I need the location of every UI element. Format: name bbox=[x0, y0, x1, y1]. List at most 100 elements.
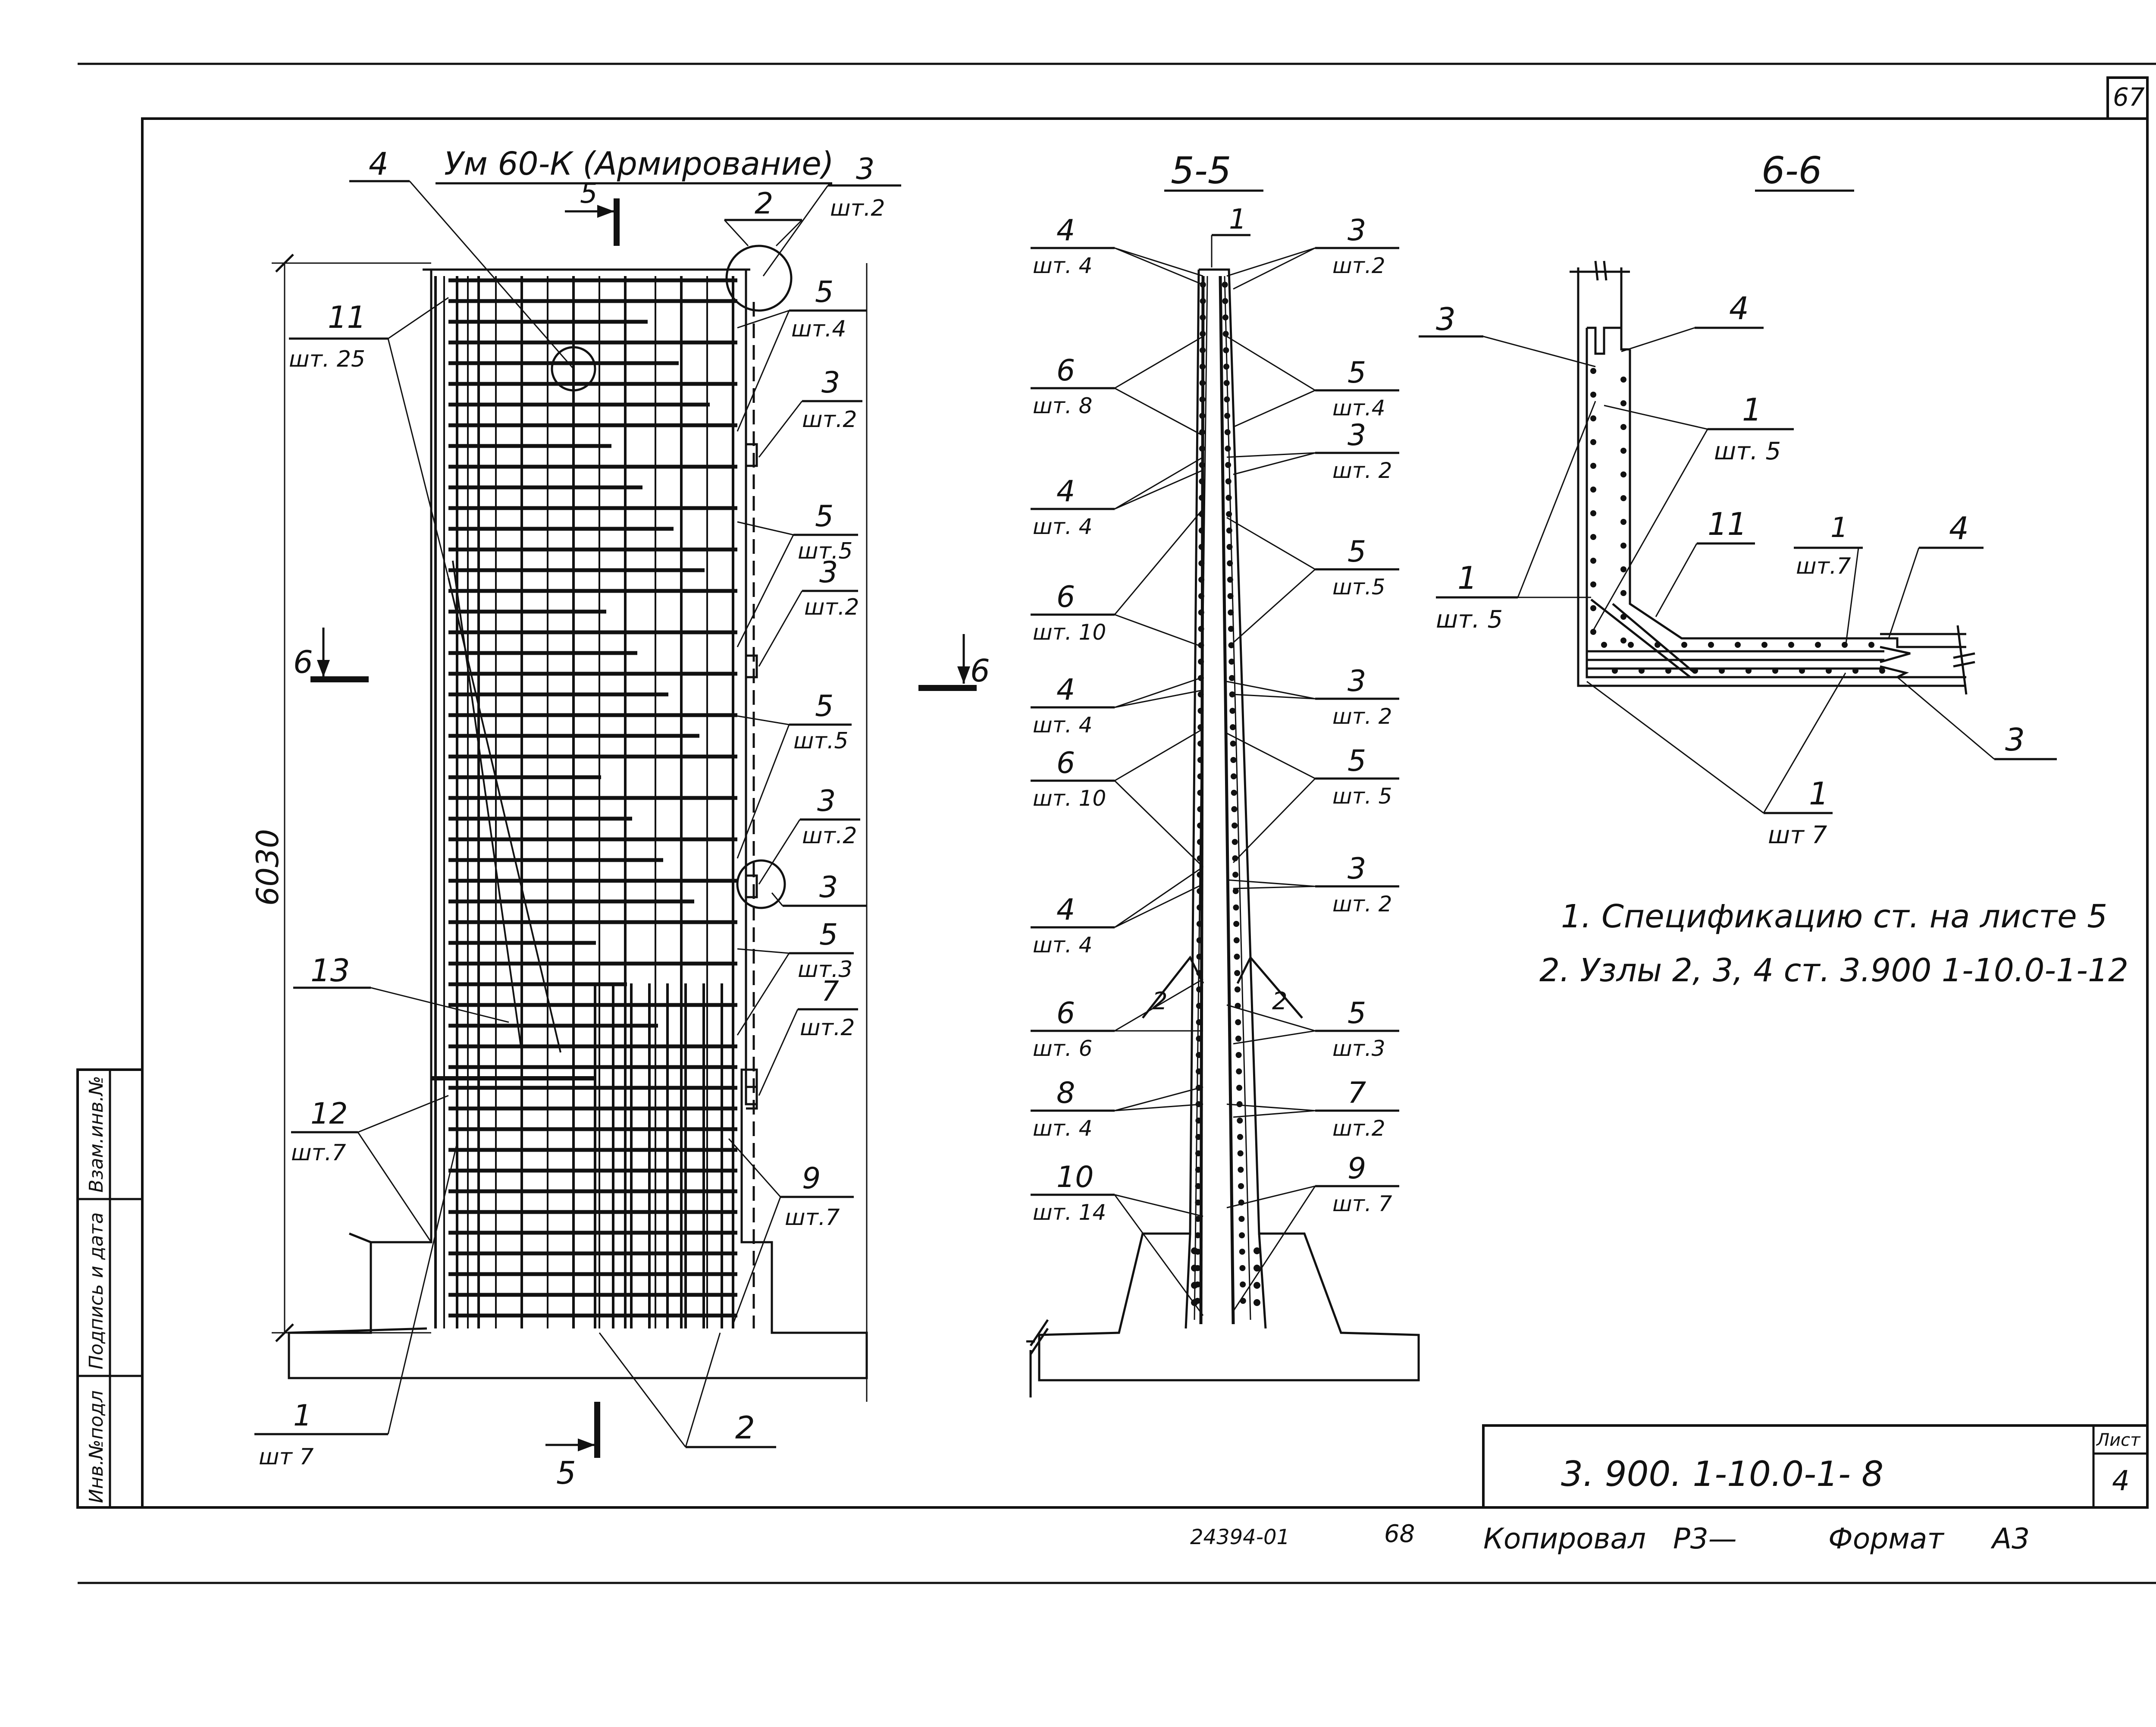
svg-text:шт. 5: шт. 5 bbox=[1714, 437, 1781, 465]
callout-7: 7 шт.2 bbox=[758, 976, 858, 1096]
callout-count: шт.2 bbox=[1332, 253, 1385, 278]
cut-5-top: 5 bbox=[565, 178, 620, 246]
section-5-5-right-callout-1: 3 шт.2 bbox=[1226, 214, 1399, 290]
section-5-5-left-callout-5: 4 шт. 4 bbox=[1031, 673, 1203, 738]
section-6-6-callout-1-bottom: 1 шт 7 bbox=[1586, 672, 1846, 849]
svg-text:шт 7: шт 7 bbox=[1768, 821, 1827, 849]
node-2-circle bbox=[725, 245, 793, 312]
callout-id: 6 bbox=[1056, 354, 1075, 388]
section-6-6-rebar-dots bbox=[1590, 368, 1885, 674]
section-6-6-callout-11: 11 bbox=[1655, 506, 1755, 617]
callout-2-top: 2 bbox=[724, 187, 803, 247]
sheet-frame: 67 bbox=[78, 63, 2156, 1584]
callout-id: 7 bbox=[1348, 1076, 1366, 1110]
callout-count: шт. 7 bbox=[1332, 1191, 1392, 1216]
note-2: 2. Узлы 2, 3, 4 ст. 3.900 1-10.0-1-12 bbox=[1539, 952, 2128, 989]
callout-id: 10 bbox=[1056, 1160, 1094, 1194]
svg-text:шт.2: шт.2 bbox=[800, 1015, 855, 1041]
svg-text:шт.5: шт.5 bbox=[798, 538, 853, 564]
page-number-top: 67 bbox=[2113, 82, 2145, 112]
height-dimension: 6030 bbox=[250, 829, 285, 906]
callout-5-c: 5 шт.5 bbox=[736, 689, 852, 859]
elevation-reinforcement-mesh bbox=[431, 276, 737, 1328]
svg-text:шт.4: шт.4 bbox=[791, 316, 846, 342]
section-5-5-rebars bbox=[1191, 276, 1260, 1325]
callout-id: 3 bbox=[1348, 214, 1366, 248]
section-5-5-right-callout-8: 5шт.3 bbox=[1226, 996, 1399, 1061]
svg-text:1: 1 bbox=[1229, 204, 1247, 236]
callout-5-a: 5 шт.4 bbox=[736, 275, 867, 432]
svg-text:1: 1 bbox=[1742, 392, 1762, 428]
callout-id: 6 bbox=[1056, 746, 1075, 780]
svg-text:3: 3 bbox=[819, 556, 838, 590]
callout-5-d: 5 шт.3 bbox=[736, 918, 854, 1036]
section-5-5-right-callout-2: 5шт.4 bbox=[1226, 336, 1399, 428]
callout-count: шт.2 bbox=[1332, 1116, 1385, 1141]
drawing-code: 3. 900. 1-10.0-1- 8 bbox=[1561, 1454, 1883, 1494]
svg-text:шт.7: шт.7 bbox=[291, 1140, 346, 1166]
callout-id: 4 bbox=[1056, 893, 1075, 927]
elevation-title: Ум 60-К (Армирование) bbox=[444, 145, 834, 182]
callout-id: 4 bbox=[1056, 474, 1075, 509]
callout-id: 5 bbox=[1348, 744, 1366, 778]
callout-11: 11 шт. 25 bbox=[289, 297, 449, 578]
callout-1: 1 шт 7 bbox=[254, 1143, 458, 1470]
callout-3-b: 3 шт.2 bbox=[758, 556, 859, 667]
svg-text:шт 7: шт 7 bbox=[259, 1444, 314, 1470]
svg-text:6: 6 bbox=[970, 653, 990, 689]
svg-text:1: 1 bbox=[293, 1399, 312, 1433]
callout-3-node: 3 bbox=[771, 870, 867, 907]
callout-count: шт. 4 bbox=[1033, 713, 1092, 738]
callout-id: 9 bbox=[1348, 1152, 1366, 1186]
section-5-5-left-callout-4: 6шт. 10 bbox=[1031, 509, 1204, 648]
svg-text:3: 3 bbox=[817, 784, 836, 818]
section-6-6-callout-4-right: 4 bbox=[1888, 510, 1984, 639]
callout-9: 9 шт.7 bbox=[728, 1138, 854, 1325]
section-5-5-left-callout-3: 4шт. 4 bbox=[1031, 456, 1203, 539]
sheet-label: Лист bbox=[2096, 1430, 2141, 1450]
svg-text:шт. 25: шт. 25 bbox=[289, 346, 365, 372]
svg-text:4: 4 bbox=[369, 146, 389, 182]
svg-text:шт.2: шт.2 bbox=[830, 195, 885, 221]
svg-text:5: 5 bbox=[815, 275, 834, 309]
svg-text:7: 7 bbox=[821, 976, 839, 1008]
cut-6-left: 6 bbox=[293, 628, 369, 682]
svg-text:шт.2: шт.2 bbox=[802, 407, 857, 433]
svg-text:шт.7: шт.7 bbox=[1796, 553, 1851, 579]
note-1: 1. Спецификацию ст. на листе 5 bbox=[1561, 898, 2107, 935]
notes: 1. Спецификацию ст. на листе 5 2. Узлы 2… bbox=[1539, 898, 2128, 989]
section-6-6-callout-1-top-right: 1 шт.7 bbox=[1794, 512, 1863, 647]
section-6-6-title: 6-6 bbox=[1761, 149, 1822, 192]
callout-count: шт. 2 bbox=[1332, 458, 1392, 483]
section-5-5-right-callout-6: 5 шт. 5 bbox=[1226, 732, 1399, 864]
svg-text:5: 5 bbox=[815, 689, 834, 723]
title-block: Лист 4 3. 900. 1-10.0-1- 8 bbox=[1482, 1424, 2149, 1509]
format-value: А3 bbox=[1990, 1522, 2030, 1555]
section-5-5-left-callout-7: 4 шт. 4 bbox=[1031, 866, 1203, 958]
callout-id: 3 bbox=[1348, 852, 1366, 886]
callout-count: шт. 4 bbox=[1033, 933, 1092, 958]
callout-12: 12 шт.7 bbox=[291, 1095, 449, 1243]
section-5-5-right-callout-4: 5шт.5 bbox=[1226, 517, 1399, 644]
callout-3-c: 3 шт.2 bbox=[758, 784, 860, 885]
callout-count: шт. 5 bbox=[1332, 784, 1392, 809]
callout-id: 4 bbox=[1056, 673, 1075, 707]
section-6-6-callout-3-right: 3 bbox=[1897, 676, 2057, 760]
svg-text:4: 4 bbox=[1729, 290, 1749, 327]
svg-text:3: 3 bbox=[2005, 722, 2025, 758]
callout-4: 4 bbox=[349, 146, 574, 369]
svg-text:13: 13 bbox=[310, 952, 350, 989]
callout-count: шт. 2 bbox=[1332, 704, 1392, 729]
svg-text:1: 1 bbox=[1809, 776, 1829, 812]
section-6-6-callout-1-left: 1 шт. 5 bbox=[1436, 401, 1596, 634]
svg-text:3: 3 bbox=[1436, 301, 1456, 337]
svg-text:шт. 5: шт. 5 bbox=[1436, 606, 1503, 634]
stamp-inv-no: Инв.№подл bbox=[85, 1390, 107, 1503]
callout-id: 5 bbox=[1348, 996, 1366, 1030]
svg-text:шт.7: шт.7 bbox=[785, 1205, 840, 1231]
section-5-5-right-callout-7: 3шт. 2 bbox=[1226, 852, 1399, 917]
